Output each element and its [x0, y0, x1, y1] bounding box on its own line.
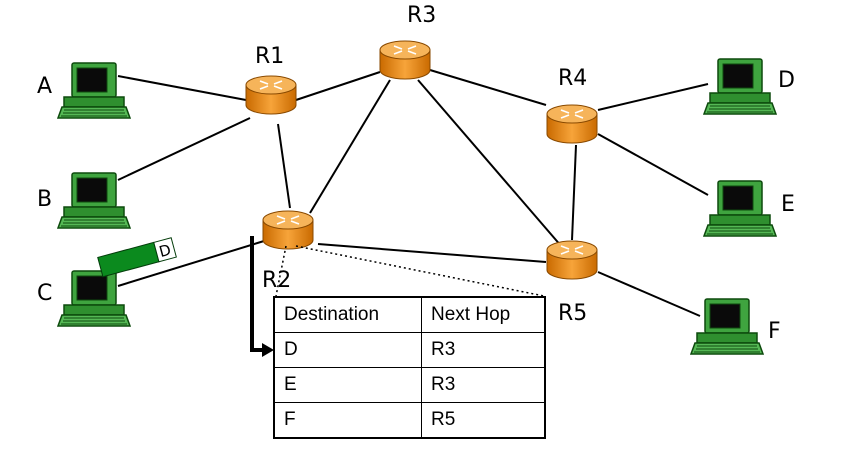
- router-label-r2: R2: [262, 268, 291, 293]
- router-label-r5: R5: [558, 301, 587, 326]
- host-label-a: A: [37, 74, 52, 99]
- router-r3[interactable]: [379, 40, 431, 80]
- link-r3-r4: [429, 69, 547, 106]
- router-r2[interactable]: [262, 210, 314, 250]
- link-r5-f: [597, 271, 701, 317]
- router-label-r1: R1: [255, 44, 284, 69]
- column-header-destination: Destination: [273, 296, 422, 333]
- host-e[interactable]: [703, 180, 777, 237]
- network-links: [117, 69, 709, 317]
- router-label-r3: R3: [407, 3, 436, 28]
- router-r1[interactable]: [245, 75, 297, 115]
- column-header-next-hop: Next Hop: [421, 296, 546, 333]
- next-hop-cell: R3: [421, 367, 546, 403]
- host-f[interactable]: [690, 298, 764, 355]
- host-label-c: C: [37, 281, 52, 306]
- link-r1-r2: [277, 123, 291, 209]
- host-a[interactable]: [57, 62, 131, 119]
- packet-header: [153, 237, 177, 263]
- host-c[interactable]: [57, 270, 131, 327]
- host-label-b: B: [37, 187, 52, 212]
- router-r5[interactable]: [546, 240, 598, 280]
- link-r4-d: [597, 83, 709, 111]
- link-a-r1: [117, 75, 247, 101]
- link-c-r2: [117, 240, 265, 287]
- host-label-e: E: [781, 192, 795, 217]
- table-row: E R3: [273, 367, 546, 403]
- table-callout: [275, 245, 545, 297]
- link-b-r1: [117, 117, 251, 181]
- destination-cell: E: [273, 367, 422, 403]
- link-r4-r5: [571, 144, 577, 241]
- host-label-f: F: [768, 319, 781, 344]
- next-hop-cell: R3: [421, 332, 546, 368]
- forwarding-table-header: Destination Next Hop: [273, 296, 546, 333]
- router-label-r4: R4: [558, 66, 587, 91]
- packet[interactable]: D: [97, 237, 177, 278]
- table-row: F R5: [273, 402, 546, 439]
- host-d[interactable]: [703, 58, 777, 115]
- packet-dest-label: D: [157, 241, 173, 261]
- forwarding-table: Destination Next Hop D R3 E R3 F R5: [273, 296, 546, 439]
- host-label-d: D: [778, 68, 795, 93]
- link-r2-r3: [309, 79, 391, 214]
- router-r4[interactable]: [546, 104, 598, 144]
- next-hop-cell: R5: [421, 402, 546, 439]
- table-row: D R3: [273, 332, 546, 368]
- lookup-arrow: [250, 236, 274, 357]
- link-r1-r3: [295, 71, 381, 101]
- link-r4-e: [597, 133, 709, 196]
- link-r3-r5: [417, 79, 563, 248]
- link-r2-r5: [317, 243, 547, 263]
- destination-cell: D: [273, 332, 422, 368]
- packet-body: [97, 241, 160, 278]
- destination-cell: F: [273, 402, 422, 439]
- host-b[interactable]: [57, 172, 131, 229]
